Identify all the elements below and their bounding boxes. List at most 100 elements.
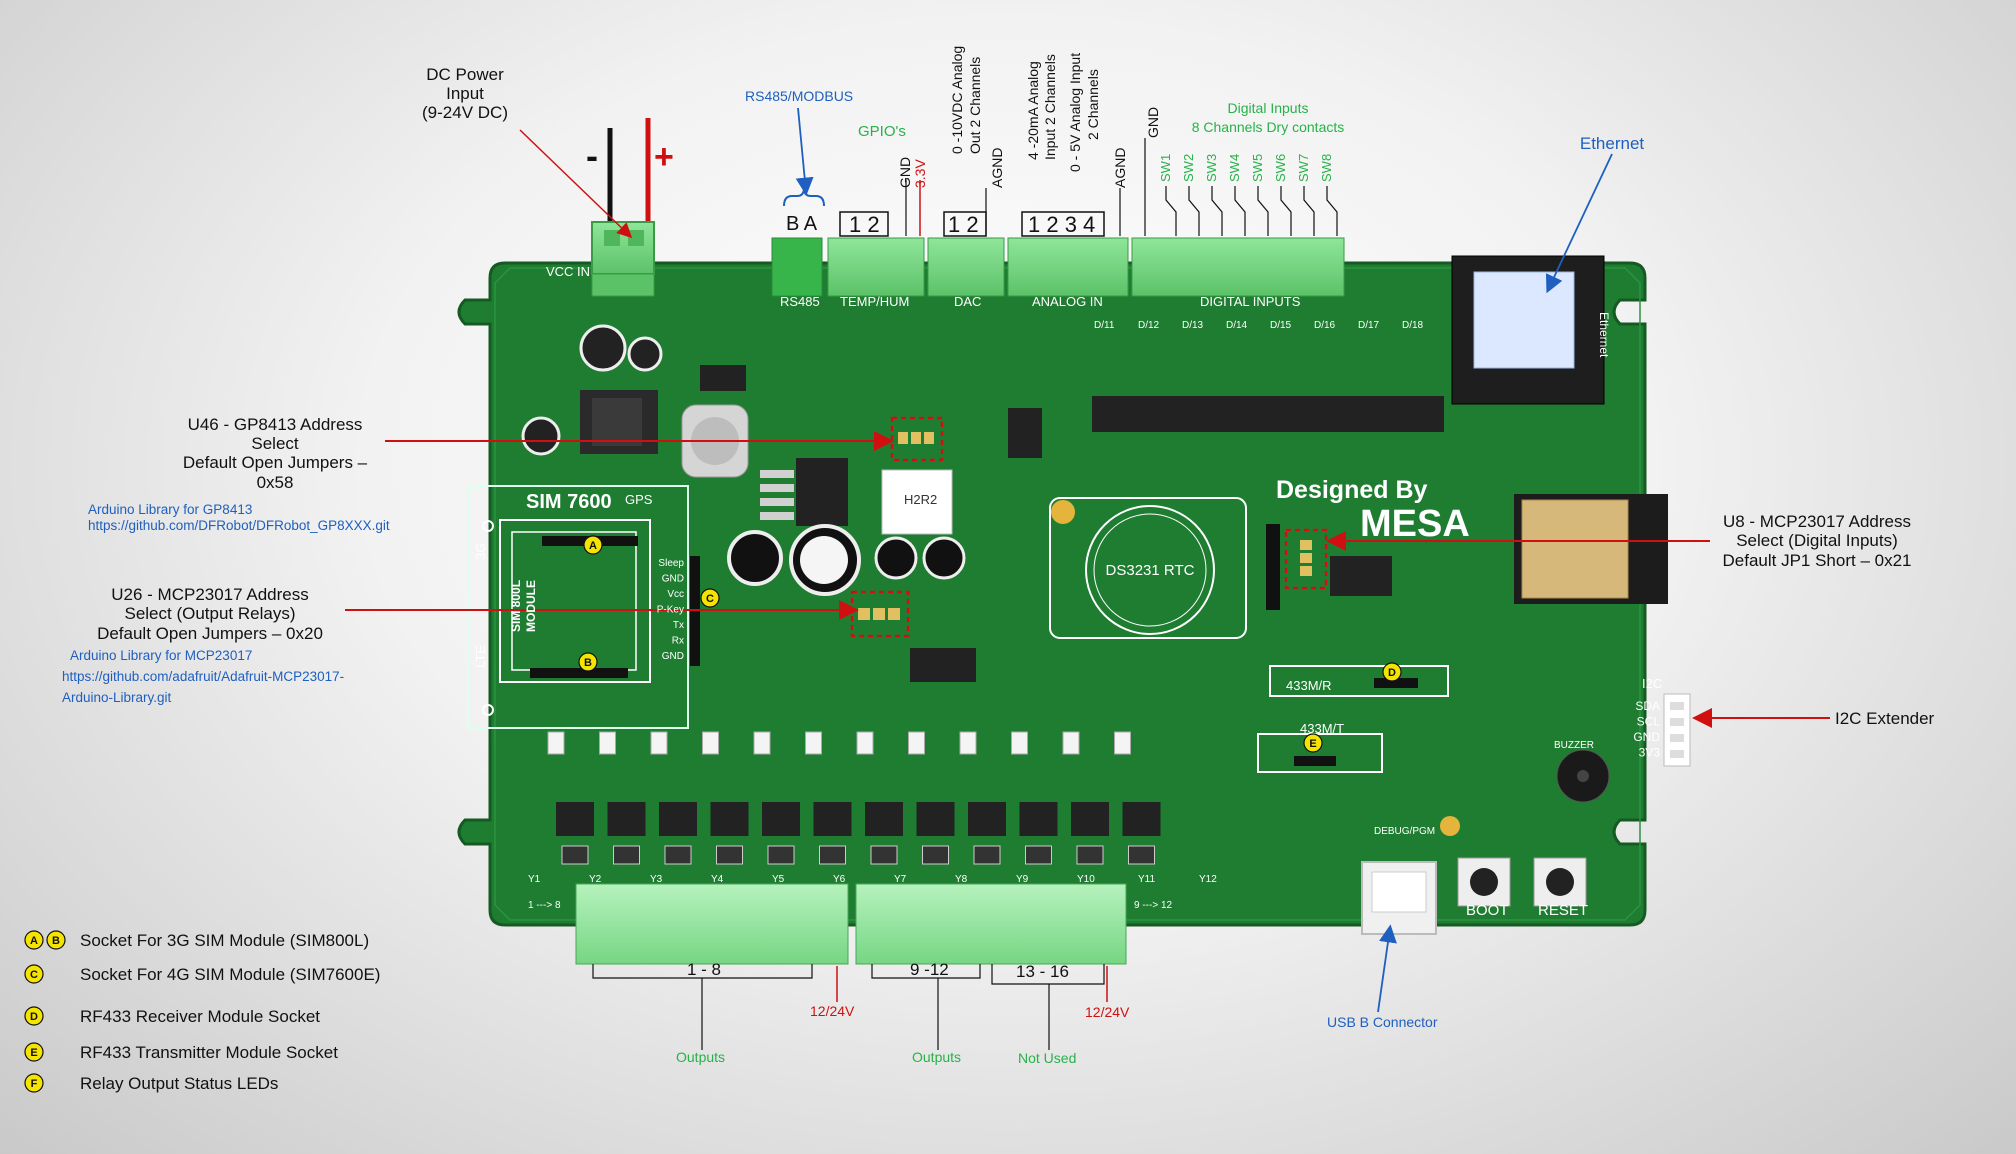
analog-in-v-line2: 2 Channels <box>1085 69 1101 140</box>
i2c-silk: I2C <box>1642 676 1662 691</box>
u46-line4: 0x58 <box>257 473 294 492</box>
out-1-8-label: 1 - 8 <box>687 960 721 979</box>
i2c-pin-label: SDA <box>1635 699 1660 713</box>
boot-silk: BOOT <box>1466 902 1509 919</box>
ethernet-jack <box>1452 256 1604 404</box>
agnd-label-1: AGND <box>989 148 1005 188</box>
ethernet-label: Ethernet <box>1580 134 1645 153</box>
relay-label: Y4 <box>711 874 724 885</box>
relay-diode <box>1077 846 1103 864</box>
v1224-label-2: 12/24V <box>1085 1004 1130 1020</box>
digital-inputs-terminal <box>1132 238 1344 296</box>
plus-label: + <box>654 138 674 176</box>
sw-label: SW5 <box>1250 154 1265 182</box>
u46-line2: Select <box>251 434 299 453</box>
relay-diode <box>974 846 1000 864</box>
relay-diode <box>820 846 846 864</box>
legend-text: RF433 Receiver Module Socket <box>80 1007 320 1026</box>
h2r2-silk: H2R2 <box>904 492 937 507</box>
relay-label: Y6 <box>833 874 846 885</box>
relay-led <box>1012 732 1028 754</box>
legend-marker-letter: E <box>30 1047 37 1059</box>
analog-in-ma-line1: 4 -20mA Analog <box>1025 61 1041 160</box>
relay-label: Y12 <box>1199 874 1217 885</box>
di-led-label: D/18 <box>1402 320 1424 331</box>
433mt-silk: 433M/T <box>1300 721 1344 736</box>
dc-power-line2: Input <box>446 84 484 103</box>
digital-inputs-silk: DIGITAL INPUTS <box>1200 294 1301 309</box>
sw-line <box>1166 186 1176 236</box>
gp8413-url[interactable]: https://github.com/DFRobot/DFRobot_GP8XX… <box>88 518 390 533</box>
sw-line <box>1304 186 1314 236</box>
agnd-label-2: AGND <box>1112 148 1128 188</box>
relay-led <box>909 732 925 754</box>
relay-label: Y2 <box>589 874 602 885</box>
sim-pin-label: Tx <box>673 620 684 631</box>
sim7600-silk: SIM 7600 <box>526 491 612 513</box>
analog-in-silk: ANALOG IN <box>1032 294 1103 309</box>
legend-marker-letter: B <box>52 935 60 947</box>
sw-label: SW1 <box>1158 154 1173 182</box>
sw-label: SW3 <box>1204 154 1219 182</box>
analog-out-line2: Out 2 Channels <box>967 57 983 154</box>
relay-led <box>651 732 667 754</box>
analog-out-line1: 0 -10VDC Analog <box>949 46 965 154</box>
u46-line3: Default Open Jumpers – <box>183 453 368 472</box>
rtc-silk: DS3231 RTC <box>1106 562 1195 579</box>
out-13-16-label: 13 - 16 <box>1016 962 1069 981</box>
relay-fet <box>762 802 800 836</box>
relay-diode <box>1026 846 1052 864</box>
relay-fet <box>968 802 1006 836</box>
legend-marker-letter: C <box>30 969 38 981</box>
dac-terminal <box>928 238 1004 296</box>
relay-fet <box>608 802 646 836</box>
gpio-pins-label: 1 2 <box>849 212 880 237</box>
reset-silk: RESET <box>1538 902 1588 919</box>
not-used-label: Not Used <box>1018 1050 1076 1066</box>
sim800l-silk-2: MODULE <box>524 580 538 632</box>
marker-letter: E <box>1309 738 1316 750</box>
relay-led <box>857 732 873 754</box>
relay-label: Y9 <box>1016 874 1029 885</box>
di-led-label: D/14 <box>1226 320 1248 331</box>
sim-pin-label: GND <box>662 574 684 585</box>
sw-lines <box>1166 186 1337 236</box>
3g-silk: 3G <box>473 543 488 560</box>
sim800l-silk-1: SIM 800L <box>509 580 523 632</box>
u26-line1: U26 - MCP23017 Address <box>111 585 309 604</box>
mcp-url-line1[interactable]: https://github.com/adafruit/Adafruit-MCP… <box>62 669 344 684</box>
relay-diode <box>562 846 588 864</box>
sw-label: SW6 <box>1273 154 1288 182</box>
i2c-extender-label: I2C Extender <box>1835 709 1935 728</box>
gp8413-library-label: Arduino Library for GP8413 <box>88 502 252 517</box>
sw-line <box>1258 186 1268 236</box>
relay-led <box>754 732 770 754</box>
marker-letter: C <box>706 593 714 605</box>
sim-pin-label: P-Key <box>657 605 684 616</box>
esp32-module <box>1514 494 1668 604</box>
power-terminal <box>592 118 654 296</box>
sw-line <box>1189 186 1199 236</box>
relay-label: Y8 <box>955 874 968 885</box>
legend: ABSocket For 3G SIM Module (SIM800L)CSoc… <box>25 931 380 1093</box>
ba-label: B A <box>786 213 818 235</box>
relay-fet <box>659 802 697 836</box>
temp-hum-silk: TEMP/HUM <box>840 294 909 309</box>
gpios-label: GPIO's <box>858 123 906 140</box>
minus-label: - <box>586 135 598 176</box>
legend-marker-letter: D <box>30 1011 38 1023</box>
i2c-pin-label: 3V3 <box>1639 746 1661 760</box>
relay-led <box>548 732 564 754</box>
relay-fet <box>1123 802 1161 836</box>
mcp-url-line2[interactable]: Arduino-Library.git <box>62 690 172 705</box>
di-led-label: D/15 <box>1270 320 1292 331</box>
relay-fet <box>1071 802 1109 836</box>
relay-diode <box>614 846 640 864</box>
relay-fet <box>865 802 903 836</box>
relay-led <box>600 732 616 754</box>
rs485-modbus-label: RS485/MODBUS <box>745 88 853 104</box>
marker-letter: A <box>589 540 597 552</box>
relay-fet <box>1020 802 1058 836</box>
relay-label: Y3 <box>650 874 663 885</box>
temp-hum-terminal <box>828 238 924 296</box>
